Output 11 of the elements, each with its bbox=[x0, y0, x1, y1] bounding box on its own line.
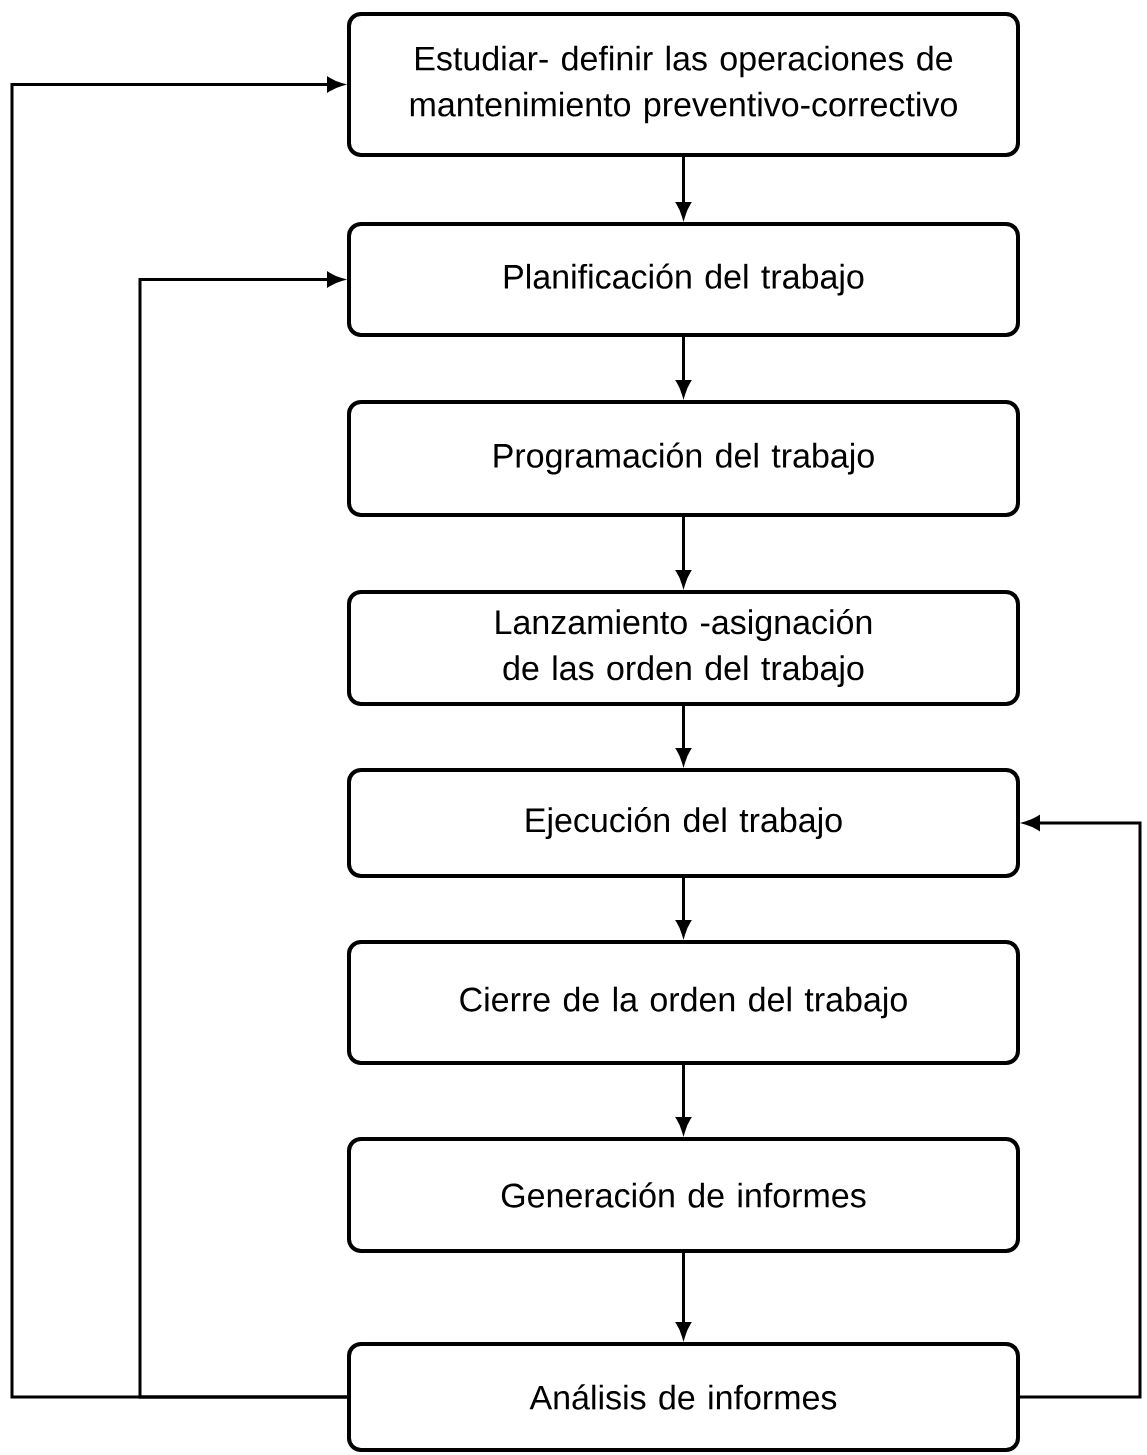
arrow bbox=[138, 272, 347, 1399]
process-box: Generación de informes bbox=[347, 1137, 1020, 1253]
process-box: Lanzamiento -asignación de las orden del trabajo bbox=[347, 590, 1020, 706]
arrow bbox=[10, 77, 347, 1399]
process-box: Ejecución del trabajo bbox=[347, 768, 1020, 878]
arrow bbox=[1020, 815, 1142, 1399]
process-box: Programación del trabajo bbox=[347, 400, 1020, 517]
process-box: Análisis de informes bbox=[347, 1342, 1020, 1452]
process-box: Planificación del trabajo bbox=[347, 222, 1020, 337]
process-box: Estudiar- definir las operaciones de mantenimiento preventivo-correctivo bbox=[347, 12, 1020, 157]
process-box: Cierre de la orden del trabajo bbox=[347, 940, 1020, 1065]
